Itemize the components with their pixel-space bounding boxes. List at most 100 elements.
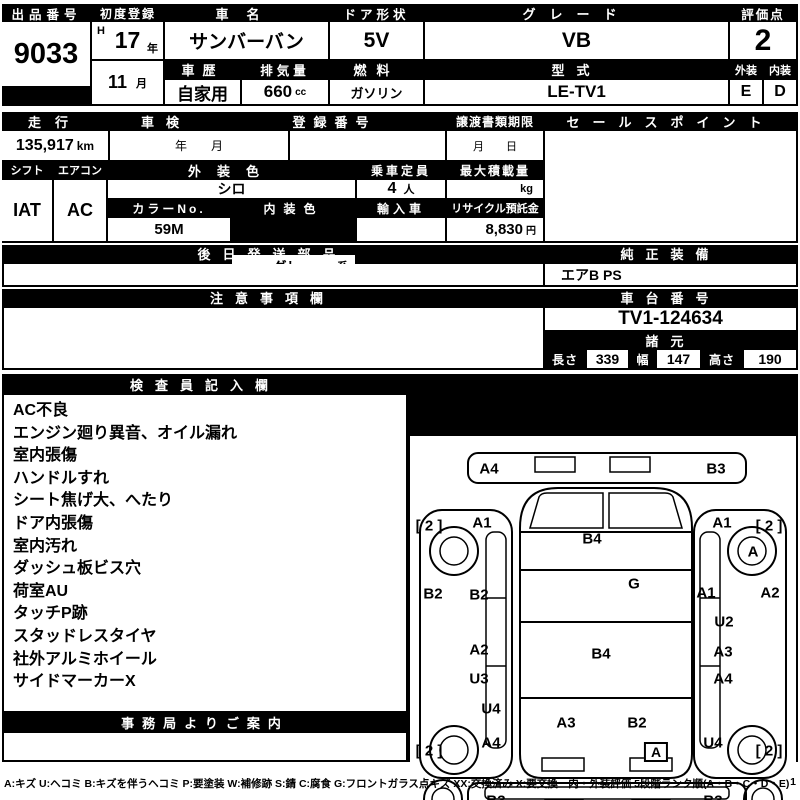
- recycle-cell: 8,830 円: [447, 218, 543, 241]
- damage-label: A4: [713, 670, 733, 688]
- mileage-header: 走行: [27, 114, 82, 130]
- damage-label: B2: [627, 714, 647, 732]
- inspector-note-line: 室内張傷: [13, 447, 78, 465]
- interior-color-header: 内装色: [263, 201, 324, 216]
- inspector-note-line: エンジン廻り異音、オイル漏れ: [13, 424, 238, 442]
- shift-value: IAT: [2, 180, 52, 241]
- displacement-header: 排気量: [260, 64, 310, 78]
- inspector-note-line: スタッドレスタイヤ: [13, 627, 157, 645]
- later-parts-header: 後日発送部品: [197, 247, 348, 262]
- height-label: 高さ: [708, 352, 735, 367]
- displacement-cell: 660 cc: [242, 80, 328, 104]
- capacity-value: 4: [387, 180, 397, 197]
- inspection-header: 車検: [140, 114, 191, 130]
- score-value: 2: [730, 22, 796, 59]
- width-label: 幅: [636, 352, 649, 367]
- damage-label: B2: [469, 586, 489, 604]
- auction-no-value: 9033: [2, 22, 90, 86]
- damage-label: U3: [469, 670, 489, 688]
- interior-grade-header: 内装: [769, 64, 791, 77]
- first-reg-month: 11: [107, 72, 128, 92]
- inspector-note-line: 荷室AU: [13, 582, 69, 600]
- office-cell: [4, 733, 406, 760]
- caution-cell: [4, 308, 543, 368]
- damage-label: U2: [714, 613, 734, 631]
- later-parts-cell: [4, 264, 543, 285]
- aircon-header: エアコン: [58, 165, 102, 177]
- first-reg-year: 17: [114, 27, 141, 53]
- damage-label: A2: [469, 641, 489, 659]
- legend-text: A:キズ U:ヘコミ B:キズを伴うヘコミ P:要塗装 W:補修跡 S:錆 C:…: [4, 778, 790, 790]
- import-cell: [357, 218, 445, 241]
- exterior-grade-header: 外装: [735, 64, 757, 77]
- inspector-notes: AC不良エンジン廻り異音、オイル漏れ室内張傷ハンドルすれシート焦げ大、へたりドア…: [4, 395, 406, 699]
- exterior-color-header: 外装色: [187, 163, 275, 179]
- damage-label: [ 2 ]: [415, 517, 443, 535]
- damage-label: B3: [706, 460, 726, 478]
- legend-row: A:キズ U:ヘコミ B:キズを伴うヘコミ P:要塗装 W:補修跡 S:錆 C:…: [4, 776, 796, 791]
- damage-label: A4: [481, 734, 501, 752]
- max-load-cell: kg: [447, 180, 543, 198]
- legend-page-number: 1: [790, 776, 796, 788]
- inspector-note-line: サイドマーカーX: [13, 673, 136, 691]
- damage-label: U4: [481, 700, 501, 718]
- length-label: 長さ: [551, 352, 578, 367]
- fuel-value: ガソリン: [330, 80, 423, 104]
- mileage-unit: km: [76, 138, 95, 153]
- recycle-header: リサイクル預託金: [451, 203, 539, 215]
- month-unit: 月: [136, 77, 148, 90]
- inspector-note-line: 室内汚れ: [13, 537, 78, 555]
- damage-label: A4: [479, 460, 499, 478]
- capacity-cell: 4 人: [357, 180, 445, 198]
- inspector-notes-cell: AC不良エンジン廻り異音、オイル漏れ室内張傷ハンドルすれシート焦げ大、へたりドア…: [4, 395, 406, 711]
- length-value: 339: [587, 350, 628, 368]
- damage-label: A3: [556, 714, 576, 732]
- damage-label: A3: [713, 643, 733, 661]
- damage-label: B4: [582, 530, 602, 548]
- damage-label: [ 2 ]: [415, 742, 443, 760]
- damage-label: [ 2 ]: [755, 742, 783, 760]
- damage-label: A: [747, 543, 759, 561]
- capacity-unit: 人: [403, 184, 415, 196]
- damage-label: G: [628, 575, 640, 593]
- displacement-unit: cc: [295, 86, 307, 98]
- damage-label: U4: [703, 734, 723, 752]
- model-code-value: LE-TV1: [425, 80, 728, 104]
- door-shape-value: 5V: [330, 22, 423, 59]
- damage-label: B4: [591, 645, 611, 663]
- max-load-header: 最大積載量: [459, 163, 530, 178]
- import-header: 輸入車: [376, 201, 425, 216]
- grade-value: VB: [425, 22, 728, 59]
- genuine-equipment-header: 純正装備: [620, 247, 721, 262]
- damage-label: B3: [703, 793, 722, 800]
- chassis-no-value: TV1-124634: [545, 308, 796, 330]
- inspector-header: 検査員記入欄: [129, 377, 280, 393]
- history-value: 自家用: [165, 80, 240, 104]
- damage-label: A1: [472, 514, 492, 532]
- recycle-fee-value: 8,830: [485, 221, 523, 238]
- width-value: 147: [657, 350, 700, 368]
- score-header: 評価点: [741, 7, 785, 22]
- recycle-fee-unit: 円: [526, 226, 536, 237]
- transfer-docs-cell: 月 日: [447, 131, 543, 160]
- inspector-note-line: AC不良: [13, 402, 69, 419]
- interior-grade-value: D: [764, 80, 796, 104]
- auction-no-header: 出品番号: [11, 7, 82, 22]
- registration-number-cell: [290, 131, 445, 160]
- transfer-docs-header: 譲渡書類期限: [455, 114, 534, 129]
- capacity-header: 乗車定員: [370, 163, 431, 178]
- spec-header: 諸元: [645, 333, 696, 349]
- fuel-header: 燃料: [353, 63, 400, 78]
- office-header: 事務局よりご案内: [121, 715, 289, 731]
- exterior-color-value: シロ: [108, 180, 355, 198]
- sales-point-cell: [545, 131, 796, 241]
- damage-label: B2: [423, 585, 443, 603]
- damage-label: [ 2 ]: [755, 517, 783, 535]
- inspector-note-line: ハンドルすれ: [13, 469, 110, 487]
- mileage-value: 135,917: [15, 136, 74, 154]
- first-reg-year-cell: H 17 年: [92, 22, 163, 59]
- model-code-header: 型式: [551, 63, 602, 78]
- displacement-value: 660: [263, 82, 293, 101]
